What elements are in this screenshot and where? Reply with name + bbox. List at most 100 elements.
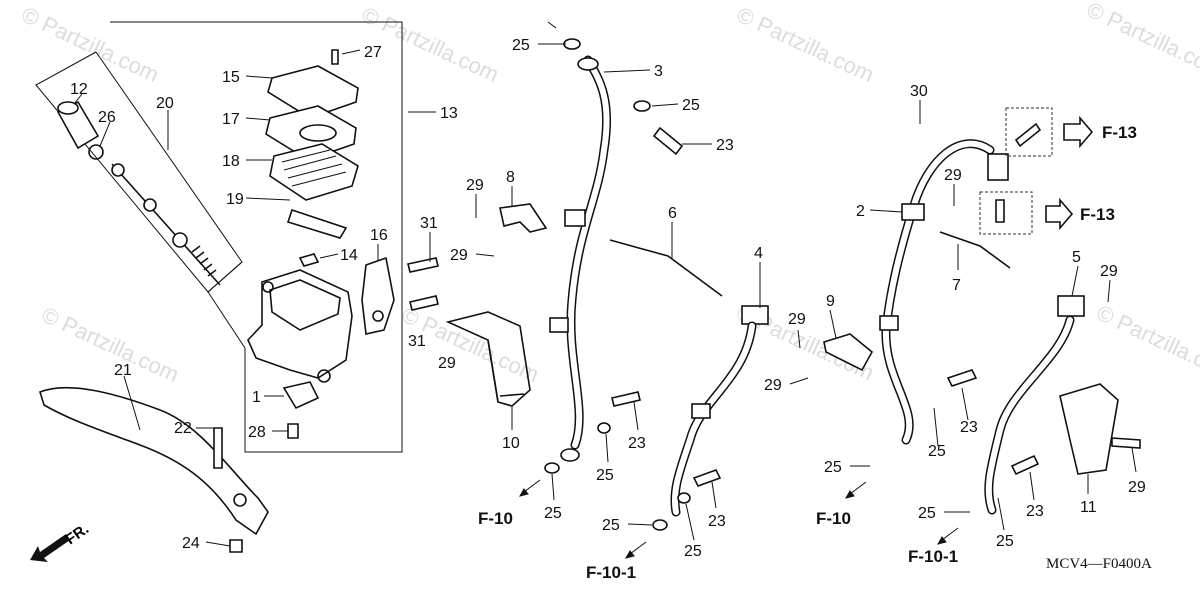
brake-pipe-6: [609, 239, 723, 297]
reference-labels: F-13 F-13 F-10 F-10-1 F-10 F-10-1: [478, 123, 1137, 582]
screw-27: [331, 49, 339, 65]
callout-29: 29: [450, 247, 468, 264]
callout-6: 6: [668, 205, 677, 222]
ref-arrows: [518, 21, 959, 559]
callout-29: 29: [944, 167, 962, 184]
watermark: © Partzilla.com: [1093, 300, 1200, 385]
callout-26: 26: [98, 109, 116, 126]
body-port: [317, 369, 331, 383]
spring: [191, 245, 217, 277]
hose-clamp: [564, 209, 586, 227]
callout-23: 23: [708, 513, 726, 530]
callout-20: 20: [156, 95, 174, 112]
forward-arrow-icon: [1063, 115, 1094, 149]
bolt-23: [946, 369, 978, 387]
callout-25: 25: [684, 543, 702, 560]
bolt-23: [611, 391, 641, 407]
ref-label-f13: F-13: [1080, 205, 1115, 224]
hose-joint: [1057, 295, 1085, 317]
bolt-23: [1010, 454, 1040, 476]
fitting-icon: [1014, 122, 1042, 148]
screw-14: [298, 253, 320, 267]
piston-rod: [111, 163, 221, 286]
fitting-icon: [995, 199, 1005, 223]
callout-3: 3: [654, 63, 663, 80]
brake-hose-5: [984, 295, 1085, 515]
arrow-icon: [30, 534, 70, 562]
watermark: © Partzilla.com: [733, 2, 878, 87]
banjo-fitting: [577, 57, 599, 71]
callout-29: 29: [1128, 479, 1146, 496]
hose-joint: [741, 305, 769, 325]
forward-arrow-icon: [1045, 197, 1074, 231]
brake-hose-3: [549, 55, 612, 462]
callout-25: 25: [512, 37, 530, 54]
detail-box: [1005, 107, 1053, 157]
watermark: © Partzilla.com: [18, 2, 163, 87]
callout-23: 23: [1026, 503, 1044, 520]
watermark: © Partzilla.com: [1083, 0, 1200, 82]
hose-joint: [987, 153, 1009, 181]
holder-hole: [372, 310, 384, 322]
bolt-23: [692, 469, 722, 487]
callout-23: 23: [960, 419, 978, 436]
ref-label-f10-1: F-10-1: [586, 563, 636, 582]
brake-hose-4: [670, 305, 769, 517]
callout-5: 5: [1072, 249, 1081, 266]
callout-23: 23: [628, 435, 646, 452]
callout-29: 29: [764, 377, 782, 394]
reservoir-float: [286, 208, 348, 239]
callout-21: 21: [114, 362, 132, 379]
callout-29: 29: [1100, 263, 1118, 280]
front-direction-arrow: FR.: [30, 520, 92, 562]
plate-ring: [299, 124, 337, 142]
callout-1: 1: [252, 389, 261, 406]
callout-29: 29: [788, 311, 806, 328]
diagram-code: MCV4—F0400A: [1046, 556, 1152, 572]
callout-9: 9: [826, 293, 835, 310]
callout-2: 2: [856, 203, 865, 220]
callout-11: 11: [1080, 499, 1097, 516]
lever-pivot: [233, 493, 247, 507]
callout-15: 15: [222, 69, 240, 86]
brake-lever: [39, 386, 269, 536]
direction-label: FR.: [63, 520, 93, 548]
callout-25: 25: [928, 443, 946, 460]
brake-pipe-7: [939, 231, 1011, 269]
part-callouts: 27 15 17 18 19 13 12 26 20 14 16 1 28 21…: [70, 37, 1146, 560]
callout-28: 28: [248, 424, 266, 441]
callout-27: 27: [364, 44, 382, 61]
watermark: © Partzilla.com: [38, 302, 183, 387]
body-detail: [269, 279, 341, 331]
callout-25: 25: [602, 517, 620, 534]
piston-kit-frame: [35, 51, 243, 293]
callout-22: 22: [174, 420, 192, 437]
callout-18: 18: [222, 153, 240, 170]
circlip: [88, 144, 104, 160]
washer-25: [544, 462, 560, 474]
boot-end: [57, 101, 79, 115]
callout-24: 24: [182, 535, 200, 552]
screw-28: [287, 423, 299, 439]
brake-switch: [282, 381, 320, 410]
washer-25: [677, 492, 691, 504]
callout-29: 29: [466, 177, 484, 194]
ref-label-f13: F-13: [1102, 123, 1137, 142]
hose-stay-10: [487, 339, 525, 403]
reservoir-plate: [265, 105, 357, 161]
callout-25: 25: [596, 467, 614, 484]
bracket-8: [499, 203, 548, 233]
washer-25: [633, 100, 651, 112]
callout-25: 25: [824, 459, 842, 476]
brake-hose-2: [879, 139, 1009, 445]
piston-cup: [172, 232, 188, 248]
hose-stay-11: [1059, 383, 1119, 475]
callout-31: 31: [420, 215, 438, 232]
callout-25: 25: [918, 505, 936, 522]
pivot-bolt-22: [213, 427, 223, 469]
reservoir-cap: [267, 65, 359, 119]
callout-29: 29: [438, 355, 456, 372]
watermark-layer: © Partzilla.com © Partzilla.com © Partzi…: [18, 0, 1200, 387]
banjo-fitting: [560, 448, 580, 462]
hose-clamp: [549, 317, 569, 333]
